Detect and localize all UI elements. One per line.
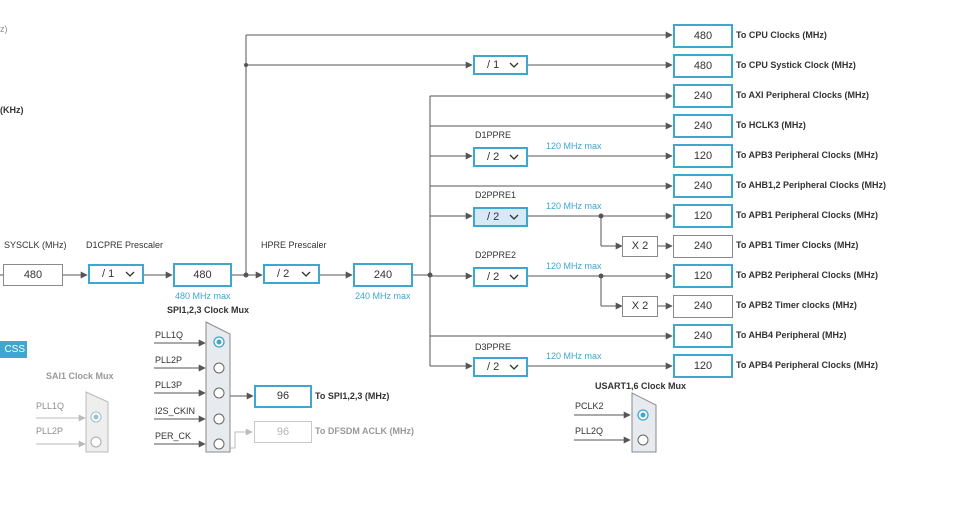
chevron-down-icon: [301, 271, 311, 277]
hpre-prescaler-select[interactable]: / 2: [263, 264, 320, 284]
apb1-timer-multiplier: X 2: [622, 236, 658, 257]
spi-mux-title: SPI1,2,3 Clock Mux: [167, 305, 250, 315]
dfsdm-output: 96: [254, 421, 312, 443]
cpu-clock-max: 480 MHz max: [175, 291, 231, 301]
apb3-peripheral-label: To APB3 Peripheral Clocks (MHz): [736, 150, 879, 160]
chevron-down-icon: [125, 271, 135, 277]
ahb4-peripheral-label: To AHB4 Peripheral (MHz): [736, 330, 847, 340]
spi-mux-input-i2s-ckin: I2S_CKIN: [155, 406, 196, 416]
d2ppre1-label: D2PPRE1: [475, 190, 517, 200]
chevron-down-icon: [509, 274, 519, 280]
chevron-down-icon: [509, 364, 519, 370]
chevron-down-icon: [509, 214, 519, 220]
apb3-peripheral-output[interactable]: 120: [673, 144, 733, 168]
d3ppre-max: 120 MHz max: [546, 351, 602, 361]
usart-mux-title: USART1,6 Clock Mux: [595, 381, 687, 391]
d2ppre2-label: D2PPRE2: [475, 250, 517, 260]
apb1-peripheral-output[interactable]: 120: [673, 204, 733, 228]
cpu-systick-output[interactable]: 480: [673, 54, 733, 78]
clipped-khz-label: (KHz): [0, 105, 24, 115]
hclk-box[interactable]: 240: [353, 263, 413, 287]
chevron-down-icon: [509, 62, 519, 68]
d2ppre1-max: 120 MHz max: [546, 201, 602, 211]
chevron-down-icon: [509, 154, 519, 160]
cpu-clocks-output[interactable]: 480: [673, 24, 733, 48]
d1ppre-max: 120 MHz max: [546, 141, 602, 151]
usart-mux-input-pll2q: PLL2Q: [575, 426, 604, 436]
clipped-top-label: z): [0, 24, 8, 34]
sai1-mux-title: SAI1 Clock Mux: [46, 371, 114, 381]
usart-mux-input-pclk2: PCLK2: [575, 401, 604, 411]
d2ppre2-max: 120 MHz max: [546, 261, 602, 271]
d2ppre1-prescaler-select[interactable]: / 2: [473, 207, 528, 227]
spi-mux-input-pll3p: PLL3P: [155, 380, 183, 390]
hclk-max: 240 MHz max: [355, 291, 411, 301]
d1ppre-prescaler-select[interactable]: / 2: [473, 147, 528, 167]
sysclk-value-box[interactable]: 480: [3, 264, 63, 286]
systick-divider-select[interactable]: / 1: [473, 55, 528, 75]
ahb4-peripheral-output[interactable]: 240: [673, 324, 733, 348]
sai1-mux-input-pll1q: PLL1Q: [36, 401, 65, 411]
d3ppre-label: D3PPRE: [475, 342, 512, 352]
css-button[interactable]: CSS: [0, 341, 27, 358]
apb2-peripheral-label: To APB2 Peripheral Clocks (MHz): [736, 270, 879, 280]
apb2-timer-output[interactable]: 240: [673, 295, 733, 318]
axi-peripheral-output[interactable]: 240: [673, 84, 733, 108]
ahb12-peripheral-label: To AHB1,2 Peripheral Clocks (MHz): [736, 180, 887, 190]
spi-output[interactable]: 96: [254, 385, 312, 408]
dfsdm-output-label: To DFSDM ACLK (MHz): [315, 426, 414, 436]
hclk3-label: To HCLK3 (MHz): [736, 120, 806, 130]
apb2-peripheral-output[interactable]: 120: [673, 264, 733, 288]
sysclk-label: SYSCLK (MHz): [4, 240, 67, 250]
apb2-timer-multiplier: X 2: [622, 296, 658, 317]
ahb12-peripheral-output[interactable]: 240: [673, 174, 733, 198]
d1ppre-label: D1PPRE: [475, 130, 512, 140]
apb1-peripheral-label: To APB1 Peripheral Clocks (MHz): [736, 210, 879, 220]
hclk3-output[interactable]: 240: [673, 114, 733, 138]
d1cpre-prescaler-select[interactable]: / 1: [88, 264, 144, 284]
apb2-timer-label: To APB2 Timer clocks (MHz): [736, 300, 857, 310]
spi-mux-input-pll2p: PLL2P: [155, 355, 183, 365]
hpre-label: HPRE Prescaler: [261, 240, 327, 250]
d1cpre-label: D1CPRE Prescaler: [86, 240, 164, 250]
d2ppre2-prescaler-select[interactable]: / 2: [473, 267, 528, 287]
spi-mux-input-per-ck: PER_CK: [155, 431, 192, 441]
axi-peripheral-label: To AXI Peripheral Clocks (MHz): [736, 90, 870, 100]
d3ppre-prescaler-select[interactable]: / 2: [473, 357, 528, 377]
spi-output-label: To SPI1,2,3 (MHz): [315, 391, 390, 401]
spi-mux-input-pll1q: PLL1Q: [155, 330, 184, 340]
apb1-timer-label: To APB1 Timer Clocks (MHz): [736, 240, 859, 250]
cpu-systick-label: To CPU Systick Clock (MHz): [736, 60, 856, 70]
cpu-clocks-label: To CPU Clocks (MHz): [736, 30, 827, 40]
apb4-peripheral-output[interactable]: 120: [673, 354, 733, 378]
apb1-timer-output[interactable]: 240: [673, 235, 733, 258]
apb4-peripheral-label: To APB4 Peripheral Clocks (MHz): [736, 360, 879, 370]
cpu-clock-box[interactable]: 480: [173, 263, 232, 287]
sai1-mux-input-pll2p: PLL2P: [36, 426, 64, 436]
